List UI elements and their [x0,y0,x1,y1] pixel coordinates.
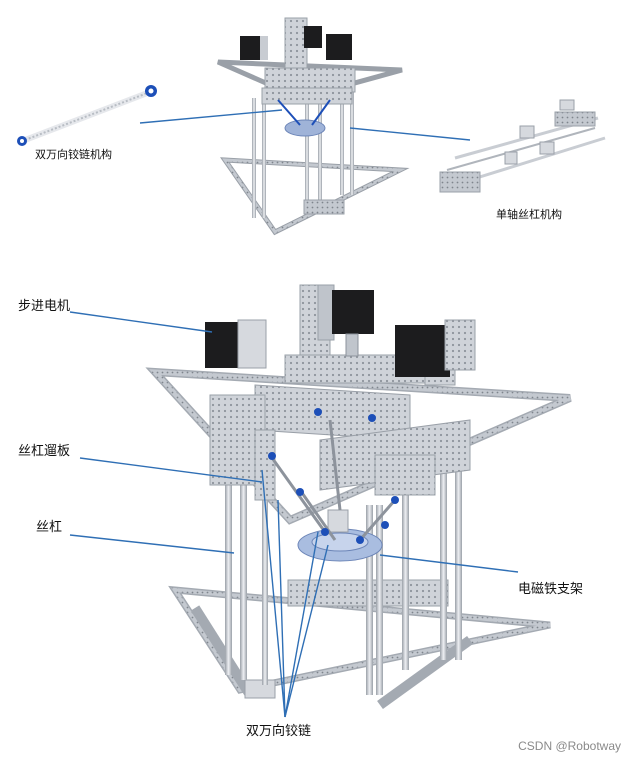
label-stepper-motor: 步进电机 [18,299,71,314]
callout-lines [69,109,519,718]
label-universal-joint-mechanism: 双万向铰链机构 [35,148,112,161]
callout-line-joint-c [284,531,319,718]
callout-line-electromagnet-bracket [379,554,519,573]
callout-line-lead-screw-inset [349,127,471,141]
label-single-axis-lead-screw: 单轴丝杠机构 [496,208,562,221]
callout-line-stepper-motor [69,311,213,333]
label-lead-screw-nut-plate: 丝杠遛板 [18,444,71,459]
universal-joint-inset-image [17,85,157,146]
callout-line-lead-screw [69,534,235,554]
callout-line-nut-plate [79,457,263,483]
label-electromagnet-bracket: 电磁铁支架 [518,582,584,597]
label-double-universal-joint: 双万向铰链 [246,724,312,739]
label-lead-screw: 丝杠 [36,520,63,535]
watermark: CSDN @Robotway [518,739,621,753]
large-robot-view [145,284,572,710]
callout-line-joint-d [284,544,329,718]
callout-line-universal-joint-inset [139,109,283,124]
callout-line-joint-a [261,469,286,718]
callout-line-joint-b [277,499,286,718]
lead-screw-inset-image [439,99,606,193]
small-robot-view [216,17,410,236]
